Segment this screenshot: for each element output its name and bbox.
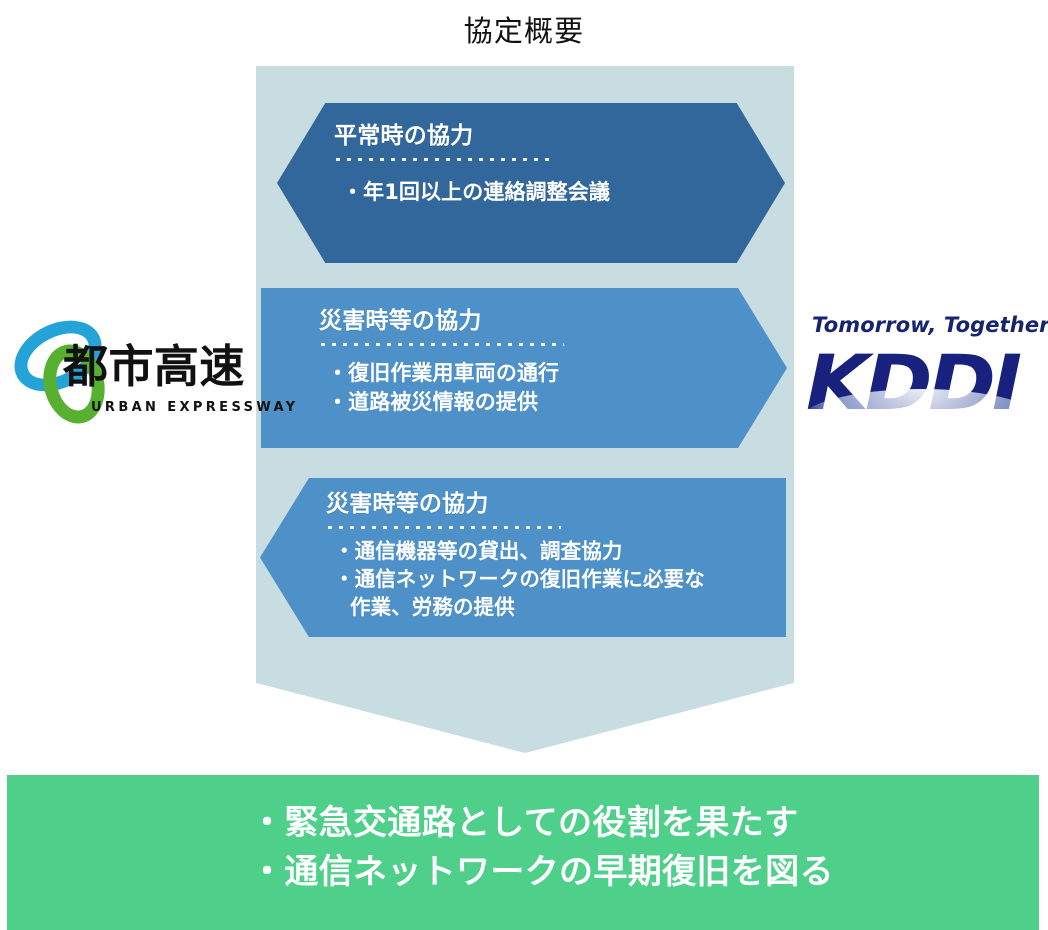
left-arrow-shape bbox=[260, 478, 786, 637]
kddi-wordmark: KDDI bbox=[806, 338, 1022, 427]
block-1-content: 平常時の協力 ・年1回以上の連絡調整会議 bbox=[277, 103, 785, 263]
list-item: ・通信ネットワークの復旧作業に必要な bbox=[334, 567, 705, 592]
urban-expressway-kanji: 都市高速 bbox=[63, 340, 245, 393]
block-3-content: 災害時等の協力 ・通信機器等の貸出、調査協力 ・通信ネットワークの復旧作業に必要… bbox=[260, 478, 786, 637]
block-1-heading: 平常時の協力 bbox=[334, 123, 474, 149]
list-item: ・年1回以上の連絡調整会議 bbox=[342, 180, 610, 205]
urban-expressway-logo: 都市高速 URBAN EXPRESSWAY bbox=[2, 306, 295, 431]
list-item: ・通信ネットワークの早期復旧を図る bbox=[250, 852, 834, 893]
kddi-wordmark-wrap: KDDI bbox=[796, 338, 1046, 459]
list-item-continuation: 作業、労務の提供 bbox=[350, 595, 515, 620]
page-title: 協定概要 bbox=[463, 14, 585, 48]
outcome-banner: ・緊急交通路としての役割を果たす ・通信ネットワークの早期復旧を図る bbox=[7, 775, 1039, 930]
urban-expressway-roman: URBAN EXPRESSWAY bbox=[91, 400, 299, 415]
dotted-divider bbox=[321, 343, 564, 347]
kddi-tagline: Tomorrow, Together bbox=[812, 313, 1048, 337]
block-3-item-list: ・通信機器等の貸出、調査協力 ・通信ネットワークの復旧作業に必要な 作業、労務の… bbox=[334, 538, 786, 622]
list-item: ・道路被災情報の提供 bbox=[327, 390, 539, 415]
agreement-block-normal-times: 平常時の協力 ・年1回以上の連絡調整会議 bbox=[277, 103, 785, 263]
outcome-list: ・緊急交通路としての役割を果たす ・通信ネットワークの早期復旧を図る bbox=[250, 799, 834, 898]
dotted-divider bbox=[328, 526, 561, 530]
list-item: ・通信機器等の貸出、調査協力 bbox=[334, 539, 623, 564]
kddi-logo: Tomorrow, Together KDDI bbox=[796, 313, 1048, 459]
dotted-divider bbox=[336, 158, 554, 162]
block-2-content: 災害時等の協力 ・復旧作業用車両の通行 ・道路被災情報の提供 bbox=[261, 288, 787, 448]
block-3-heading: 災害時等の協力 bbox=[326, 491, 489, 517]
list-item: ・復旧作業用車両の通行 bbox=[327, 361, 560, 386]
agreement-block-disaster-expressway: 災害時等の協力 ・復旧作業用車両の通行 ・道路被災情報の提供 bbox=[261, 288, 787, 448]
list-item: ・緊急交通路としての役割を果たす bbox=[250, 803, 799, 843]
block-2-item-list: ・復旧作業用車両の通行 ・道路被災情報の提供 bbox=[327, 359, 787, 417]
block-1-item-list: ・年1回以上の連絡調整会議 bbox=[342, 178, 785, 207]
right-arrow-shape bbox=[261, 288, 787, 448]
block-2-heading: 災害時等の協力 bbox=[319, 308, 482, 334]
double-headed-arrow-shape bbox=[277, 103, 785, 263]
agreement-block-disaster-kddi: 災害時等の協力 ・通信機器等の貸出、調査協力 ・通信ネットワークの復旧作業に必要… bbox=[260, 478, 786, 637]
